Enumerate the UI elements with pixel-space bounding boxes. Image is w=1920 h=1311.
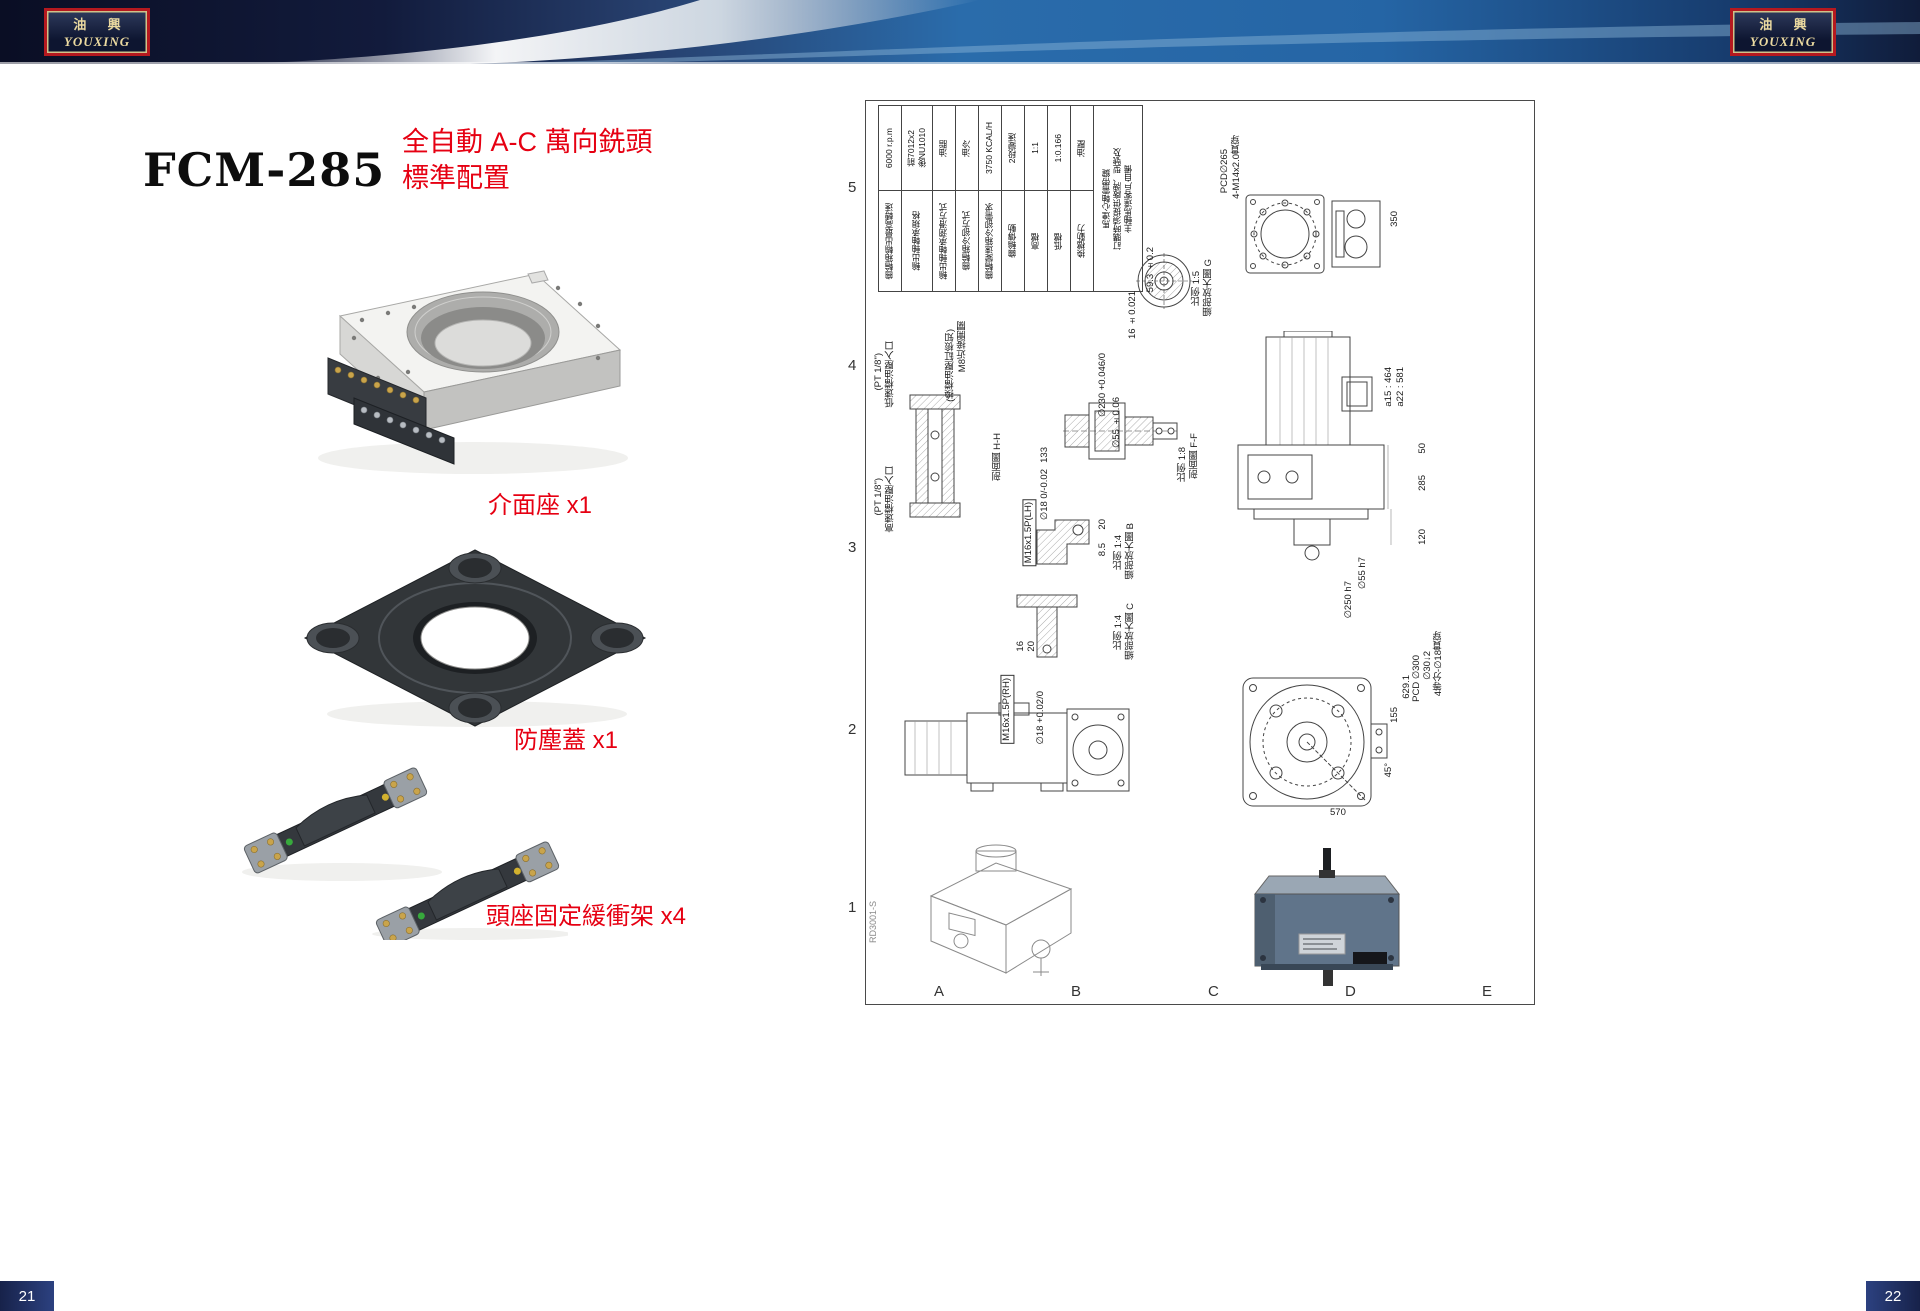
grid-row-3: 3 — [848, 539, 857, 556]
dim-18-lh: ∅18 0/-0.02 — [1039, 469, 1050, 521]
label-m16-rh: M16x1.5P(RH) — [1000, 675, 1015, 744]
detail-b-scale: 比例 1:4 — [1113, 535, 1124, 570]
grid-col-d: D — [1345, 983, 1356, 1000]
label-m8-switch: M8近接開關 — [957, 321, 968, 373]
detail-c-scale: 比例 1:4 — [1113, 615, 1124, 650]
model-subtitle: 全自動 A-C 萬向銑頭 標準配置 — [402, 124, 653, 197]
spec-col-motor-note: 馬達心軸需帶鍵 訂購時須提供廠牌、型號及 主軸馬達客戶自備 — [1093, 106, 1142, 291]
spec-col-high-gear: 1:1 高檔 — [1024, 106, 1047, 291]
grid-col-a: A — [934, 983, 945, 1000]
dim-20-c: 20 — [1026, 641, 1037, 652]
section-hh-view — [909, 394, 961, 518]
brand-logo-left: 油 興 YOUXING — [44, 8, 150, 56]
grid-col-e: E — [1482, 983, 1493, 1000]
section-hh-title: 剖面圖 H-H — [992, 433, 1003, 482]
model-title: FCM-285 — [143, 142, 386, 197]
subtitle-line-1: 全自動 A-C 萬向銑頭 — [402, 127, 653, 157]
detail-b-view — [1036, 519, 1090, 565]
dim-a22: a22 : 581 — [1395, 367, 1406, 407]
grid-col-b: B — [1071, 983, 1082, 1000]
dim-a15: a15 : 464 — [1383, 367, 1394, 407]
label-m16-lh: M16x1.5P(LH) — [1022, 499, 1037, 567]
detail-g-title: 細部放大圖 G — [1203, 259, 1214, 317]
dim-230: ∅230 +0.046/0 — [1097, 353, 1108, 418]
header-banner — [0, 0, 1920, 64]
grid-row-1: 1 — [848, 899, 857, 916]
grid-row-5: 5 — [848, 179, 857, 196]
dim-55-h7: ∅55 h7 — [1357, 557, 1368, 590]
photo-render — [1253, 848, 1401, 986]
detail-b-title: 細部放大圖 B — [1125, 523, 1136, 580]
figure-caption-buffer-bracket: 頭座固定緩衝架 x4 — [486, 903, 687, 930]
grid-row-2: 2 — [848, 721, 857, 738]
flange-front-view — [1242, 677, 1388, 807]
dust-cover-image — [303, 549, 647, 727]
spec-col-transmission: 2段變速 齒輪傳動 — [1001, 106, 1024, 291]
detail-g-scale: 比例 1:5 — [1191, 271, 1202, 306]
label-thru-bolts: 4-M14x2.0貫穿 — [1231, 135, 1242, 199]
brand-name-cn: 油 興 — [1759, 17, 1816, 32]
section-ff-view — [1063, 402, 1179, 460]
dim-250-h7: ∅250 h7 — [1343, 581, 1354, 619]
spec-col-shift-power: 油壓 換檔動力 — [1070, 106, 1093, 291]
dim-570: 570 — [1330, 807, 1346, 818]
dim-350: 350 — [1389, 211, 1400, 227]
subtitle-line-2: 標準配置 — [402, 163, 510, 194]
spec-col-cooling: 油冷 齒輪箱冷卻方式 — [955, 106, 978, 291]
spec-table: 6000 r.p.m 齒輪箱輸出最高轉速 前7012x2 後NU1010 輸出軸… — [878, 105, 1143, 292]
document-number: RD3001-S — [868, 901, 878, 944]
label-holes-depth: ∅30↓2 — [1422, 651, 1433, 680]
label-holes: 4等分-∅18貫穿 — [1433, 631, 1444, 697]
spec-col-low-gear: 1:0.166 低檔 — [1047, 106, 1070, 291]
section-ff-title: 剖面圖 F-F — [1189, 433, 1200, 479]
dim-8-5: 8.5 — [1097, 543, 1108, 557]
side-view-assembly — [1237, 331, 1392, 561]
detail-g-view — [1136, 253, 1192, 309]
label-pcd300: PCD ∅300 — [1411, 655, 1422, 702]
label-low-oil-port-thread: (PT 1/8") — [873, 353, 884, 391]
brand-name-en: YOUXING — [1749, 34, 1817, 49]
label-pcd265: PCD∅265 — [1219, 149, 1230, 194]
technical-drawing-sheet: 5 4 3 2 1 A B C D E 6000 r.p.m 齒輪箱輸出最高轉速… — [848, 100, 1535, 1005]
brand-name-en: YOUXING — [63, 34, 131, 49]
spec-col-lube: 油脂 輸出軸軸承潤滑方式 — [932, 106, 955, 291]
buffer-bracket-image — [242, 767, 568, 940]
front-view-assembly — [904, 702, 1130, 792]
dim-18-rh: ∅18 +0.02/0 — [1035, 691, 1046, 745]
dim-133: 133 — [1039, 447, 1050, 463]
label-high-oil-port: 高速檔油壓入口 — [885, 466, 896, 533]
spec-col-bearing: 前7012x2 後NU1010 輸出軸軸承規格 — [901, 106, 932, 291]
dim-50: 50 — [1417, 443, 1428, 454]
figure-caption-dust-cover: 防塵蓋 x1 — [514, 727, 619, 754]
label-low-oil-port: 低速檔油壓入口 — [885, 341, 896, 408]
dim-155: 155 — [1389, 707, 1400, 723]
dim-16-tol: 16 ±0.021 — [1127, 291, 1138, 339]
flange-view-g — [1245, 194, 1381, 274]
section-ff-scale: 比例 1:8 — [1177, 447, 1188, 482]
dim-20-b: 20 — [1097, 519, 1108, 530]
dim-285: 285 — [1417, 475, 1428, 491]
grid-row-4: 4 — [848, 357, 857, 374]
figure-caption-interface-seat: 介面座 x1 — [488, 492, 593, 519]
detail-c-title: 細部放大圖 C — [1125, 603, 1136, 660]
dim-45deg: 45° — [1383, 763, 1394, 778]
dim-55-tol: ∅55 ±0.06 — [1111, 397, 1122, 448]
brand-name-cn: 油 興 — [73, 17, 130, 32]
grid-col-c: C — [1208, 983, 1219, 1000]
dim-59-3: 59.3 ±0.2 — [1145, 247, 1156, 293]
brand-logo-right: 油 興 YOUXING — [1730, 8, 1836, 56]
isometric-line-render — [929, 844, 1073, 976]
dim-120: 120 — [1417, 529, 1428, 545]
page-number-right: 22 — [1866, 1281, 1920, 1311]
label-m8-switch-note: (換檔油壓缸檢知) — [945, 329, 956, 402]
interface-seat-image — [318, 270, 628, 474]
label-high-oil-port-thread: (PT 1/8") — [873, 478, 884, 516]
spec-col-cooling-req: 3750 KCAL/H 齒輪變速箱冷卻需求 — [978, 106, 1001, 291]
detail-c-view — [1016, 594, 1078, 658]
dim-16-c: 16 — [1015, 641, 1026, 652]
page-number-left: 21 — [0, 1281, 54, 1311]
spec-col-speed: 6000 r.p.m 齒輪箱輸出最高轉速 — [879, 106, 901, 291]
